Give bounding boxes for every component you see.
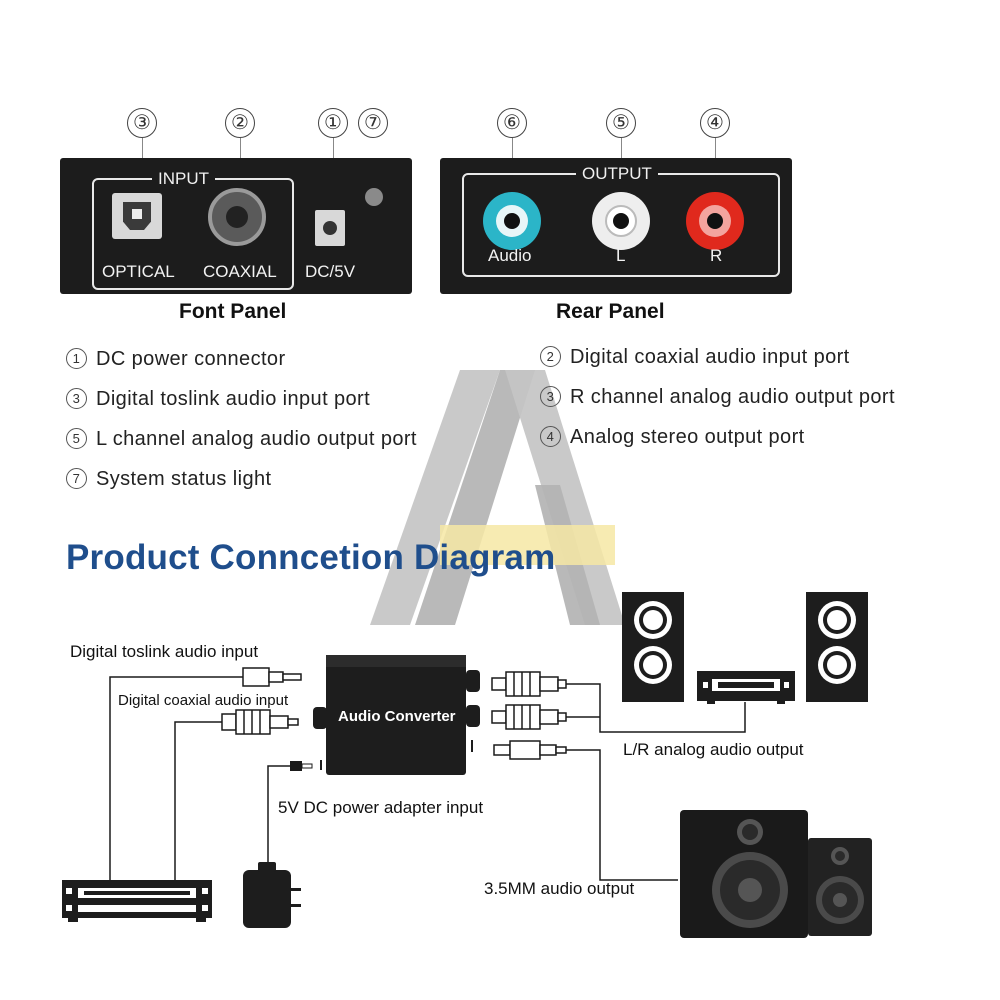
converter-label: Audio Converter: [338, 708, 456, 725]
audio-output-jack: [483, 192, 541, 250]
marker-6-rear: ⑥: [497, 108, 527, 138]
amplifier: [697, 671, 795, 704]
audio-converter-box: [313, 655, 480, 775]
bookshelf-speaker-large: [680, 810, 808, 938]
legend-text: Digital toslink audio input port: [96, 388, 371, 410]
bookshelf-speaker-small: [808, 838, 872, 936]
coaxial-input-label: Digital coaxial audio input: [118, 692, 289, 709]
watermark-stripe-1: [370, 370, 500, 625]
optical-port: [112, 193, 162, 239]
toslink-plug: [242, 667, 302, 687]
legend-marker: 3: [66, 388, 87, 409]
wires: [109, 676, 746, 881]
optical-label: OPTICAL: [102, 262, 175, 281]
legend-item-3: 3 Digital toslink audio input port: [66, 388, 370, 411]
legend-text: DC power connector: [96, 348, 286, 370]
input-frame-title: INPUT: [152, 170, 215, 188]
power-plug: [290, 761, 313, 771]
marker-1-front: ①: [318, 108, 348, 138]
marker-2-front: ②: [225, 108, 255, 138]
marker-3-front: ③: [127, 108, 157, 138]
audio-label: Audio: [488, 246, 532, 265]
source-player: [62, 880, 212, 922]
coaxial-port: [208, 188, 266, 246]
lr-output-label: L/R analog audio output: [623, 740, 804, 759]
mm-output-label: 3.5MM audio output: [484, 879, 635, 898]
legend-text: R channel analog audio output port: [570, 386, 895, 408]
output-frame-title: OUTPUT: [576, 165, 658, 183]
front-panel: INPUT OPTICAL COAXIAL DC/5V: [60, 158, 412, 294]
legend-marker: 2: [540, 346, 561, 367]
legend-marker: 1: [66, 348, 87, 369]
toslink-input-label: Digital toslink audio input: [70, 642, 259, 661]
marker-4-rear: ④: [700, 108, 730, 138]
legend-item-1: 1 DC power connector: [66, 348, 286, 371]
connection-diagram: [62, 592, 872, 938]
hifi-speaker-left: [622, 592, 684, 702]
legend-text: L channel analog audio output port: [96, 428, 417, 450]
l-output-jack: [592, 192, 650, 250]
coaxial-wire: [174, 721, 222, 880]
diagram-title: Product Conncetion Diagram: [66, 538, 556, 577]
output-frame: OUTPUT: [462, 165, 780, 277]
legend-item-7: 7 System status light: [66, 468, 271, 491]
r-output-jack: [686, 192, 744, 250]
mm-wire: [565, 749, 678, 881]
mm-plug: [493, 740, 567, 760]
legend-item-r-3: 3 R channel analog audio output port: [540, 386, 895, 409]
dc-label: DC/5V: [305, 262, 356, 281]
watermark-logo: [370, 370, 625, 625]
hifi-speaker-right: [806, 592, 868, 702]
power-input-label: 5V DC power adapter input: [278, 798, 484, 817]
marker-7-front: ⑦: [358, 108, 388, 138]
legend-marker: 4: [540, 426, 561, 447]
legend-item-2: 2 Digital coaxial audio input port: [540, 346, 850, 369]
toslink-wire: [109, 676, 243, 880]
legend-item-5: 5 L channel analog audio output port: [66, 428, 417, 451]
watermark-yellow-bar: [440, 525, 615, 565]
power-adapter: [243, 862, 301, 928]
status-light: [365, 188, 383, 206]
rear-panel-caption: Rear Panel: [556, 300, 665, 323]
marker-5-rear: ⑤: [606, 108, 636, 138]
coaxial-plug: [221, 709, 299, 735]
l-rca-wire: [565, 683, 746, 733]
r-rca-plug: [491, 704, 567, 730]
legend-marker: 5: [66, 428, 87, 449]
power-wire: [267, 765, 292, 870]
legend-marker: 7: [66, 468, 87, 489]
legend-item-4: 4 Analog stereo output port: [540, 426, 805, 449]
input-frame: INPUT: [92, 170, 294, 290]
r-label: R: [710, 246, 723, 265]
dc-power-port: [315, 210, 345, 246]
legend-text: System status light: [96, 468, 272, 490]
l-rca-plug: [491, 671, 567, 697]
legend-text: Digital coaxial audio input port: [570, 346, 850, 368]
l-label: L: [616, 246, 626, 265]
rear-panel: OUTPUT Audio L R: [440, 158, 792, 294]
legend-marker: 3: [540, 386, 561, 407]
legend-text: Analog stereo output port: [570, 426, 805, 448]
coaxial-label: COAXIAL: [203, 262, 277, 281]
front-panel-caption: Font Panel: [179, 300, 287, 323]
